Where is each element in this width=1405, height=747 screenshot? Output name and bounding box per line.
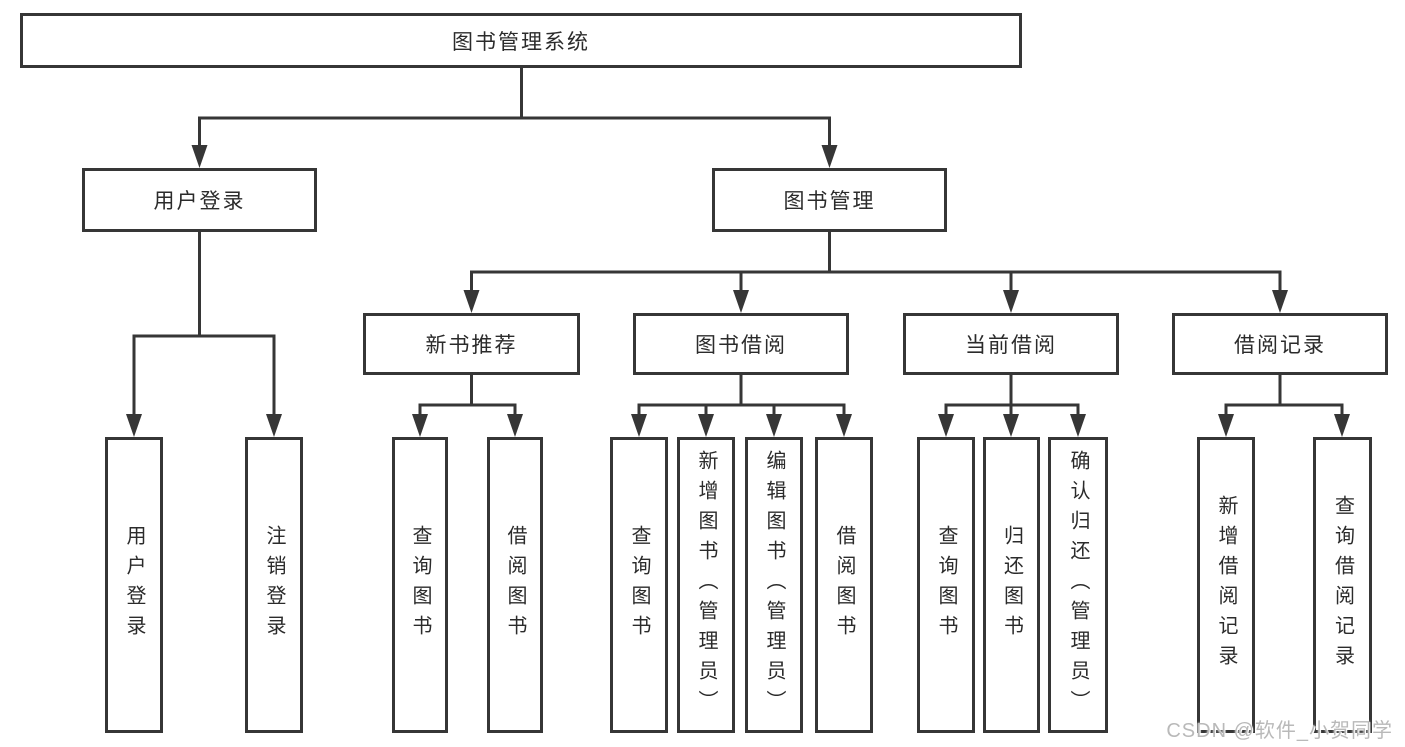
leaf-recommend-query-books: 查询图书	[392, 437, 448, 733]
leaf-borrowing-query-books: 查询图书	[610, 437, 668, 733]
node-current-borrowing: 当前借阅	[903, 313, 1119, 375]
leaf-user-login: 用户登录	[105, 437, 163, 733]
leaf-recommend-borrow-books-label: 借阅图书	[504, 525, 526, 645]
node-new-book-recommend: 新书推荐	[363, 313, 580, 375]
node-borrow-records-label: 借阅记录	[1234, 334, 1326, 357]
leaf-confirm-return-admin-label: 确认归还（管理员）	[1067, 450, 1089, 720]
csdn-watermark: CSDN @软件_小贺同学	[1166, 720, 1393, 742]
leaf-query-borrow-record-label: 查询借阅记录	[1331, 495, 1354, 675]
node-user-login-branch: 用户登录	[82, 168, 317, 232]
leaf-query-borrow-record: 查询借阅记录	[1313, 437, 1372, 733]
leaf-add-books-admin-label: 新增图书（管理员）	[695, 450, 717, 720]
leaf-add-borrow-record-label: 新增借阅记录	[1215, 495, 1237, 675]
leaf-return-books: 归还图书	[983, 437, 1040, 733]
node-current-borrowing-label: 当前借阅	[965, 334, 1057, 357]
leaf-add-books-admin: 新增图书（管理员）	[677, 437, 735, 733]
leaf-logout-label: 注销登录	[263, 525, 285, 645]
node-new-book-recommend-label: 新书推荐	[425, 334, 518, 357]
node-book-borrowing: 图书借阅	[633, 313, 849, 375]
leaf-edit-books-admin-label: 编辑图书（管理员）	[763, 450, 785, 720]
leaf-borrowing-borrow-books: 借阅图书	[815, 437, 873, 733]
node-book-management-branch: 图书管理	[712, 168, 947, 232]
leaf-confirm-return-admin: 确认归还（管理员）	[1048, 437, 1108, 733]
node-borrow-records: 借阅记录	[1172, 313, 1388, 375]
node-book-management-branch-label: 图书管理	[783, 190, 876, 213]
leaf-recommend-query-books-label: 查询图书	[409, 525, 431, 645]
node-book-borrowing-label: 图书借阅	[695, 334, 787, 357]
leaf-current-query-books-label: 查询图书	[935, 525, 957, 645]
leaf-logout: 注销登录	[245, 437, 303, 733]
leaf-borrowing-query-books-label: 查询图书	[628, 525, 650, 645]
leaf-current-query-books: 查询图书	[917, 437, 975, 733]
node-library-management-system: 图书管理系统	[20, 13, 1022, 68]
node-library-management-system-label: 图书管理系统	[452, 30, 590, 54]
leaf-user-login-label: 用户登录	[123, 525, 145, 645]
node-user-login-branch-label: 用户登录	[153, 190, 246, 213]
leaf-add-borrow-record: 新增借阅记录	[1197, 437, 1255, 733]
leaf-return-books-label: 归还图书	[1000, 525, 1023, 645]
leaf-edit-books-admin: 编辑图书（管理员）	[745, 437, 803, 733]
leaf-borrowing-borrow-books-label: 借阅图书	[833, 525, 855, 645]
leaf-recommend-borrow-books: 借阅图书	[487, 437, 543, 733]
